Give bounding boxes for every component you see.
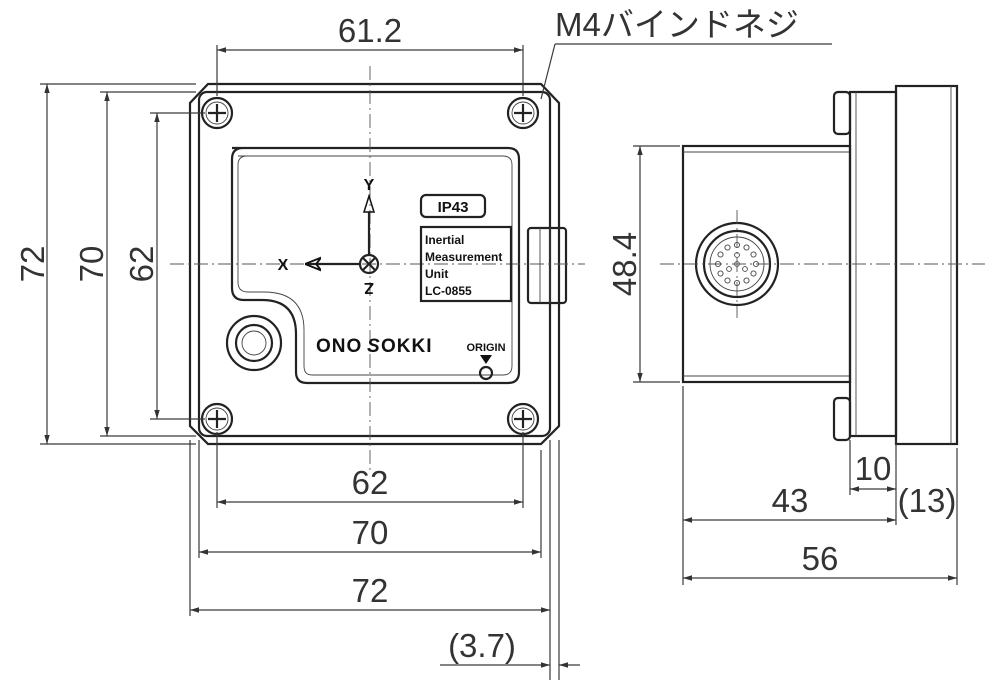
brand-logo-left: ONO bbox=[316, 336, 362, 357]
screw-bottom-left bbox=[200, 402, 234, 436]
label-line-3: Unit bbox=[425, 267, 448, 281]
callout-screw: M4バインドネジ bbox=[555, 6, 799, 43]
connector-pin bbox=[743, 244, 750, 251]
connector-pin bbox=[717, 270, 724, 277]
side-connector bbox=[526, 226, 568, 305]
axis-symbol: Y X Z bbox=[278, 177, 380, 296]
dim-height-holes: 62 bbox=[123, 246, 160, 283]
axis-x-label: X bbox=[278, 257, 289, 274]
connector-pin bbox=[724, 277, 731, 284]
side-view: 48.4 10 43 (13) 56 bbox=[606, 84, 985, 585]
dim-width-holes: 62 bbox=[352, 464, 389, 501]
connector-pin bbox=[717, 251, 724, 258]
axis-y-label: Y bbox=[364, 177, 375, 194]
origin-arrow-icon bbox=[480, 355, 492, 364]
side-plate bbox=[894, 84, 959, 446]
screw-top-left bbox=[200, 96, 234, 130]
front-view: Y X Z IP43 Inertial Measurement Unit LC-… bbox=[14, 6, 832, 680]
dim-depth-total: 56 bbox=[802, 540, 839, 577]
brand-logo-s: S bbox=[367, 336, 381, 357]
axis-z-label: Z bbox=[364, 279, 374, 296]
side-screw-top bbox=[832, 90, 852, 136]
origin-label: ORIGIN bbox=[466, 342, 505, 354]
label-plate bbox=[419, 225, 513, 303]
screw-bottom-right bbox=[506, 402, 540, 436]
screw-top-right bbox=[506, 96, 540, 130]
label-line-4: LC-0855 bbox=[425, 284, 472, 298]
label-line-2: Measurement bbox=[425, 250, 502, 264]
outer-flange bbox=[188, 82, 561, 446]
dim-flange-offset: (3.7) bbox=[448, 627, 516, 664]
dim-connector-height: 48.4 bbox=[606, 232, 643, 296]
origin-dot bbox=[478, 365, 494, 381]
dim-height-body: 70 bbox=[73, 246, 110, 283]
connector-pin bbox=[750, 251, 757, 258]
dim-width-outer: 72 bbox=[352, 572, 389, 609]
label-line-1: Inertial bbox=[425, 233, 464, 247]
inner-panel bbox=[230, 146, 521, 385]
dim-flange-thickness: 10 bbox=[855, 450, 892, 487]
connector-pin bbox=[726, 266, 732, 272]
connector-pin bbox=[750, 270, 757, 277]
dim-height-outer: 72 bbox=[14, 246, 51, 283]
connector-pin bbox=[743, 277, 750, 284]
cable-gland bbox=[225, 314, 283, 372]
dim-width-body: 70 bbox=[352, 514, 389, 551]
connector-pin bbox=[724, 244, 731, 251]
dim-depth-body: 43 bbox=[772, 482, 809, 519]
connector-pin bbox=[742, 266, 748, 272]
dim-connector-length: (13) bbox=[898, 482, 957, 519]
brand-logo-right: OKKI bbox=[381, 336, 433, 357]
side-screw-bottom bbox=[832, 396, 852, 442]
dim-top-hole-pitch: 61.2 bbox=[338, 12, 402, 49]
rating-label: IP43 bbox=[438, 199, 469, 216]
rating-badge bbox=[419, 193, 487, 219]
